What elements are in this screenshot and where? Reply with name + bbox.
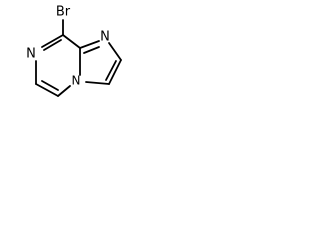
bond-c6-c5-outer	[35, 83, 59, 97]
chemical-structure-diagram: Br N N N	[26, 5, 122, 97]
atom-label-nitrogen-imidazole: N	[100, 30, 110, 45]
atom-label-bromine: Br	[56, 5, 71, 20]
atom-label-nitrogen-pyrazine: N	[26, 47, 36, 62]
bond-c5-n4	[57, 85, 71, 97]
bond-n1-c2	[108, 42, 122, 61]
bond-c8a-c8	[62, 34, 81, 49]
bond-c8-n7-double-inner	[43, 39, 62, 51]
bond-c8-n7-double-outer	[41, 34, 64, 48]
atom-label-nitrogen-bridgehead: N	[72, 74, 81, 88]
bond-c6-c5-inner	[41, 80, 59, 91]
bond-c2-c3-inner	[105, 60, 117, 81]
bond-c2-c3-outer	[108, 59, 122, 85]
bond-c3-n4	[85, 81, 110, 85]
bond-c8a-n1-double-outer	[79, 40, 100, 49]
bond-c8a-n1-double-inner	[83, 46, 100, 54]
